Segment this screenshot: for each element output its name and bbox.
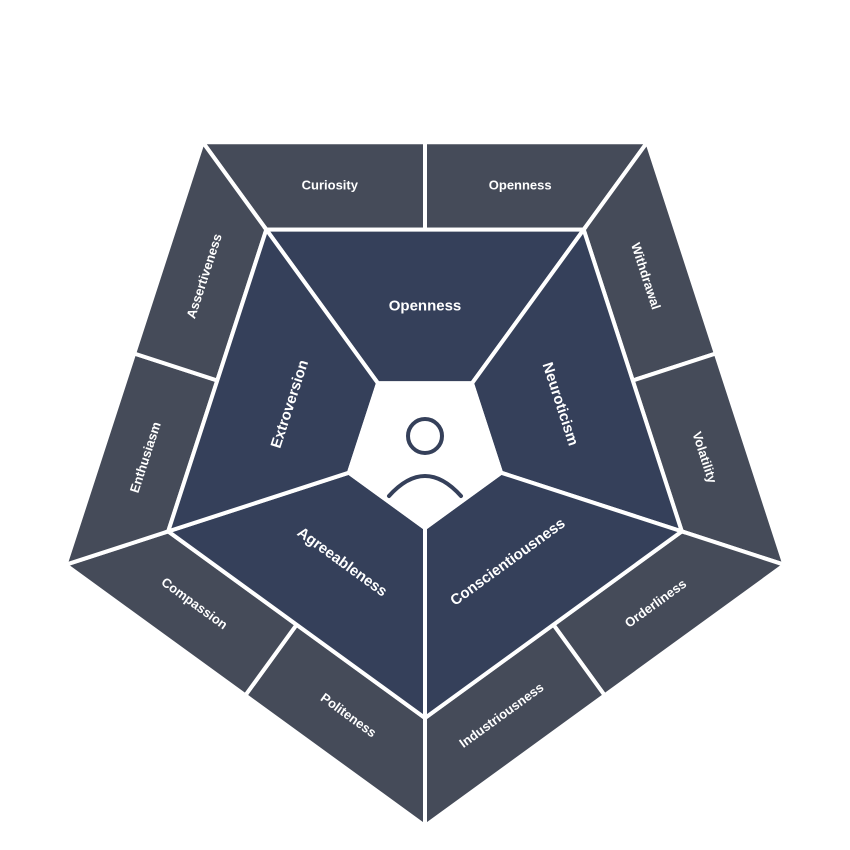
center-pentagon-shape [346, 381, 504, 531]
center-pentagon [346, 381, 504, 531]
facet-label-curiosity: Curiosity [302, 177, 359, 192]
person-icon [387, 417, 463, 498]
trait-label-openness: Openness [389, 297, 462, 314]
facet-label-openness: Openness [489, 177, 552, 192]
trait-ring [163, 225, 687, 722]
